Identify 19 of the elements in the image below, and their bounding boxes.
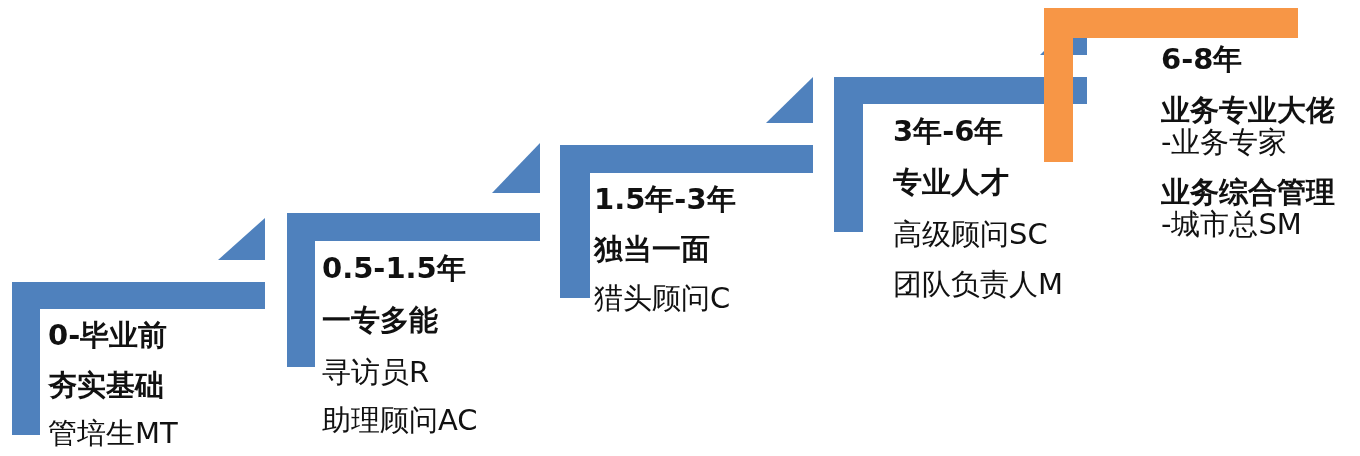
year-range-text: 3年-6年 — [893, 114, 1004, 148]
stage-title: 专业人才 — [893, 165, 1009, 199]
role-text: 高级顾问SC — [893, 217, 1048, 251]
role-text: -城市总SM — [1161, 207, 1302, 241]
stage-title: 一专多能 — [322, 303, 438, 337]
role-text: 寻访员R — [322, 355, 430, 389]
role-text: 助理顾问AC — [322, 403, 478, 437]
role-text: 团队负责人M — [893, 267, 1064, 301]
year-range-text: 1.5年-3年 — [594, 182, 736, 216]
year-range-text: 0.5-1.5年 — [322, 251, 466, 285]
role-text: 管培生MT — [48, 416, 178, 450]
stage-title: 业务专业大佬 — [1161, 93, 1335, 127]
role-text: -业务专家 — [1161, 125, 1288, 159]
stage-title: 业务综合管理 — [1161, 175, 1335, 209]
year-range-text: 0-毕业前 — [48, 318, 168, 352]
stage-title: 独当一面 — [594, 232, 710, 266]
year-range-text: 6-8年 — [1161, 42, 1243, 76]
role-text: 猎头顾问C — [594, 281, 731, 315]
stage-title: 夯实基础 — [48, 368, 164, 402]
